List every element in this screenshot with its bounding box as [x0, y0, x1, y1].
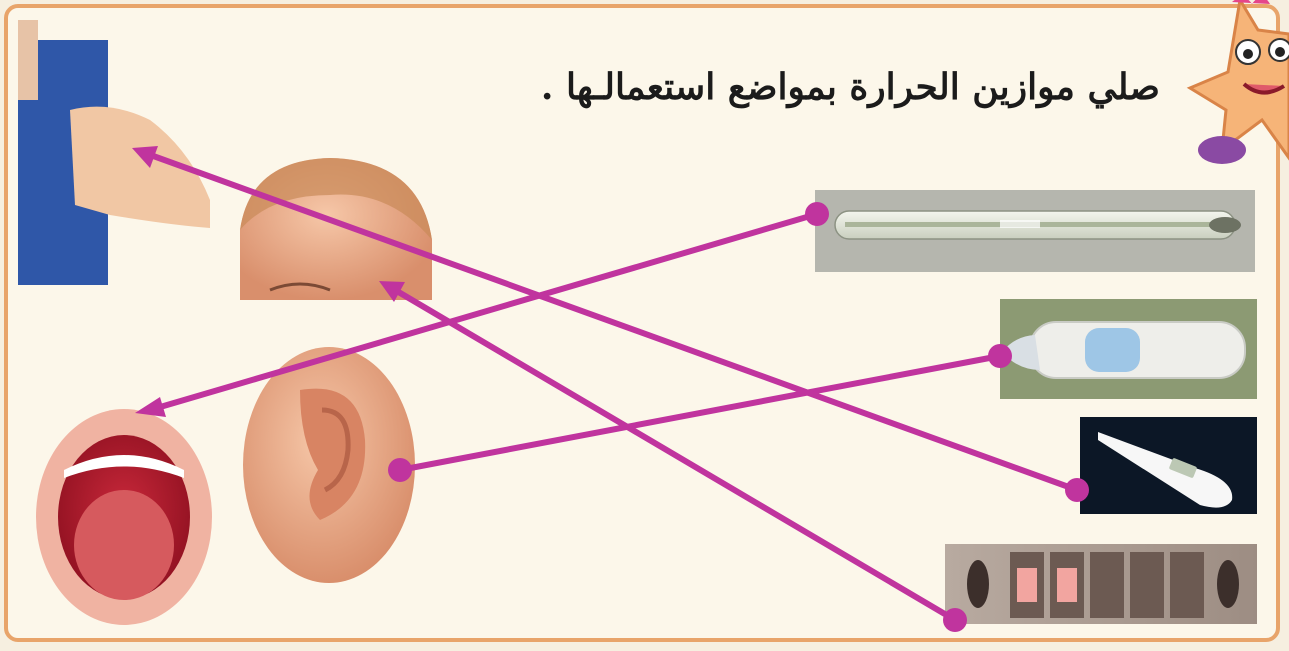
glass-mercury-thermometer-photo[interactable] [815, 190, 1255, 272]
infrared-ear-thermometer-photo[interactable] [1000, 299, 1257, 399]
dot-strip[interactable] [943, 608, 967, 632]
tongue-shape [74, 490, 174, 600]
dot-ear[interactable] [388, 458, 412, 482]
bulb-shape [1209, 217, 1241, 233]
instruction-title: صلي موازين الحرارة بمواضع استعمالـها . [520, 66, 1160, 108]
strip-cell-1-active [1017, 568, 1037, 602]
glass-glint-shape [1000, 220, 1040, 228]
dot-ear-thermometer[interactable] [988, 344, 1012, 368]
strip-cell-2-active [1057, 568, 1077, 602]
digital-thermometer-photo[interactable] [1080, 417, 1257, 514]
strip-cell-4 [1130, 552, 1164, 618]
strip-left-dot [967, 560, 989, 608]
shoulder-shape [18, 20, 38, 100]
strip-cell-3 [1090, 552, 1124, 618]
strip-cell-5 [1170, 552, 1204, 618]
dot-mercury[interactable] [805, 202, 829, 226]
display-shape [1085, 328, 1140, 372]
line-ear-thermometer-to-ear[interactable] [400, 356, 1000, 470]
star-mascot-icon [1190, 0, 1289, 164]
forehead-strip-thermometer-photo[interactable] [945, 544, 1257, 624]
dot-digital[interactable] [1065, 478, 1089, 502]
baby-forehead-photo[interactable] [240, 158, 432, 300]
strip-right-dot [1217, 560, 1239, 608]
arm-armpit-photo[interactable] [18, 20, 210, 285]
open-mouth-photo[interactable] [36, 409, 212, 625]
